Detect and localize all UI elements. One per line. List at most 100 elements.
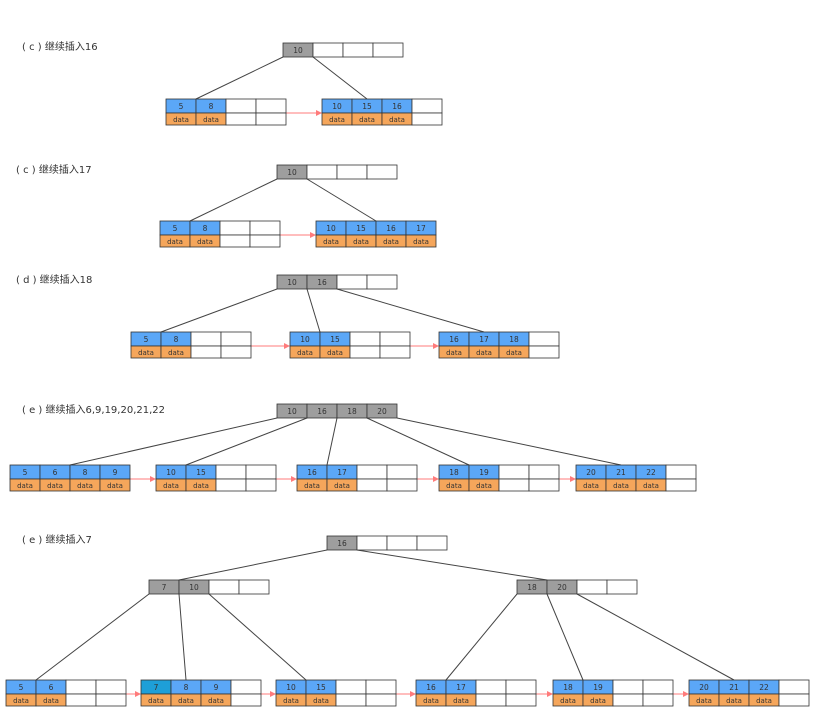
- leaf-data-label: data: [173, 116, 189, 124]
- leaf-data-label: data: [353, 238, 369, 246]
- internal-key: 7: [162, 583, 167, 592]
- leaf-data-label: data: [168, 349, 184, 357]
- leaf-data-label: data: [446, 349, 462, 357]
- leaf-data-label: data: [43, 697, 59, 705]
- empty-cell: [475, 679, 507, 695]
- empty-cell: [215, 478, 247, 492]
- empty-cell: [219, 234, 251, 248]
- internal-key-cell: [366, 403, 398, 419]
- empty-cell: [65, 679, 97, 695]
- leaf-key: 22: [646, 468, 656, 477]
- empty-cell: [665, 464, 697, 480]
- leaf-data-label: data: [297, 349, 313, 357]
- internal-key: 10: [189, 583, 199, 592]
- leaf-key: 21: [616, 468, 626, 477]
- panel-caption: ( e ) 继续插入6,9,19,20,21,22: [22, 403, 165, 416]
- empty-cell: [336, 164, 368, 180]
- empty-cell: [366, 274, 398, 290]
- leaf-data-label: data: [359, 116, 375, 124]
- internal-key: 18: [347, 407, 357, 416]
- empty-cell: [778, 693, 810, 707]
- empty-cell: [411, 112, 443, 126]
- leaf-key: 5: [173, 224, 178, 233]
- internal-node: 7 10: [148, 579, 270, 595]
- leaf-data-label: data: [107, 482, 123, 490]
- leaf-key: 18: [563, 683, 573, 692]
- tree-edge: [312, 56, 368, 100]
- empty-cell: [505, 679, 537, 695]
- tree-edge: [306, 178, 377, 222]
- leaf-key: 8: [209, 102, 214, 111]
- empty-cell: [220, 345, 252, 359]
- leaf-data-label: data: [327, 349, 343, 357]
- empty-cell: [342, 42, 374, 58]
- leaf-data-label: data: [696, 697, 712, 705]
- internal-key: 10: [293, 46, 303, 55]
- tree-edge: [326, 417, 338, 466]
- leaf-key: 18: [509, 335, 519, 344]
- leaf-data-label: data: [334, 482, 350, 490]
- leaf-key: 17: [479, 335, 489, 344]
- internal-key: 16: [317, 407, 327, 416]
- leaf-key: 10: [326, 224, 336, 233]
- empty-cell: [190, 345, 222, 359]
- leaf-key: 8: [174, 335, 179, 344]
- leaf-data-label: data: [583, 482, 599, 490]
- leaf-data-cell: [405, 234, 437, 248]
- leaf-data-label: data: [476, 349, 492, 357]
- leaf-data-label: data: [163, 482, 179, 490]
- empty-cell: [498, 464, 530, 480]
- empty-cell: [528, 331, 560, 347]
- leaf-key: 18: [449, 468, 459, 477]
- empty-cell: [225, 112, 257, 126]
- leaf-data-label: data: [13, 697, 29, 705]
- leaf-key: 10: [286, 683, 296, 692]
- leaf-key: 10: [332, 102, 342, 111]
- empty-cell: [356, 535, 388, 551]
- empty-cell: [416, 535, 448, 551]
- tree-edge: [306, 288, 321, 333]
- empty-cell: [249, 234, 281, 248]
- empty-cell: [505, 693, 537, 707]
- leaf-data-label: data: [138, 349, 154, 357]
- internal-node: 10: [282, 42, 404, 58]
- tree-edge: [366, 417, 470, 466]
- leaf-key: 16: [307, 468, 317, 477]
- tree-edge: [396, 417, 622, 466]
- empty-cell: [349, 345, 381, 359]
- leaf-key: 8: [83, 468, 88, 477]
- empty-cell: [411, 98, 443, 114]
- leaf-key: 16: [449, 335, 459, 344]
- empty-cell: [372, 42, 404, 58]
- leaf-key: 17: [416, 224, 426, 233]
- tree-edge: [546, 593, 584, 681]
- leaf-key: 5: [144, 335, 149, 344]
- empty-cell: [386, 478, 418, 492]
- empty-cell: [379, 345, 411, 359]
- empty-cell: [238, 579, 270, 595]
- empty-cell: [356, 464, 388, 480]
- empty-cell: [498, 478, 530, 492]
- internal-key: 20: [377, 407, 387, 416]
- leaf-key: 6: [53, 468, 58, 477]
- leaf-data-label: data: [453, 697, 469, 705]
- tree-edge: [69, 417, 278, 466]
- empty-cell: [249, 220, 281, 236]
- empty-cell: [336, 274, 368, 290]
- tree-edge: [356, 549, 548, 581]
- leaf-data-label: data: [643, 482, 659, 490]
